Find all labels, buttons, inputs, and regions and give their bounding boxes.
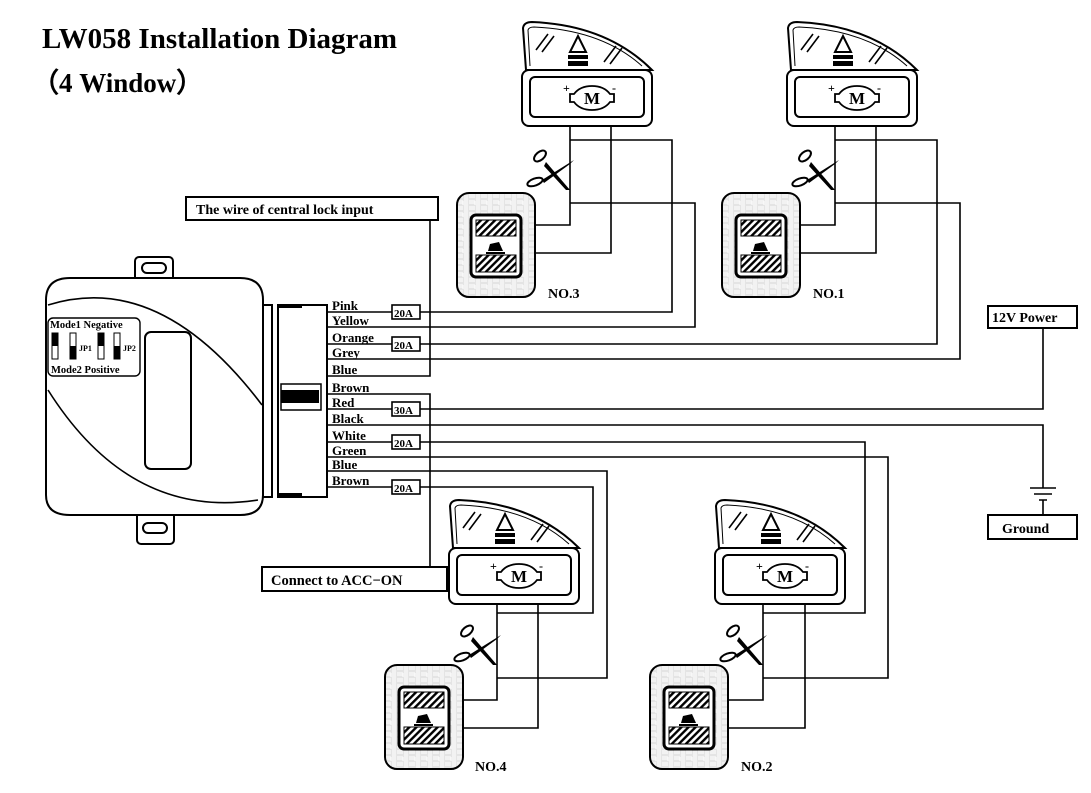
- motor-label: M: [511, 567, 527, 586]
- window-unit: M + - NO.1: [720, 21, 918, 302]
- scissors-cut-icon: [452, 622, 502, 666]
- wire-label: Yellow: [332, 313, 369, 328]
- central-lock-label: The wire of central lock input: [196, 203, 374, 218]
- minus-terminal: -: [877, 81, 881, 95]
- minus-terminal: -: [539, 559, 543, 573]
- diagram-subtitle: （4 Window）: [32, 68, 203, 98]
- scissors-cut-icon: [525, 147, 575, 191]
- power-box: [987, 305, 1078, 329]
- jp2-label: JP2: [123, 344, 136, 353]
- window-motor-icon: [448, 499, 580, 605]
- diagram-title: LW058 Installation Diagram: [42, 23, 397, 55]
- window-motor-icon: [521, 21, 653, 127]
- fuse-rating: 20A: [394, 340, 413, 352]
- plus-terminal: +: [490, 559, 497, 573]
- window-unit: M + - NO.2: [648, 499, 846, 775]
- motor-label: M: [584, 89, 600, 108]
- window-switch-icon: [720, 191, 802, 299]
- minus-terminal: -: [805, 559, 809, 573]
- ground-box: [987, 514, 1078, 540]
- wire-label: Grey: [332, 345, 360, 360]
- fuse-rating: 30A: [394, 405, 413, 417]
- window-number-label: NO.2: [741, 760, 773, 775]
- scissors-cut-icon: [718, 622, 768, 666]
- plus-terminal: +: [563, 81, 570, 95]
- wire-label: Blue: [332, 457, 358, 472]
- wiring: [327, 100, 1056, 729]
- window-switch-icon: [648, 663, 730, 771]
- window-number-label: NO.3: [548, 287, 580, 302]
- window-switch-icon: [455, 191, 537, 299]
- window-motor-icon: [786, 21, 918, 127]
- plus-terminal: +: [828, 81, 835, 95]
- acc-on-box: [261, 566, 448, 592]
- wire-label: Red: [332, 395, 355, 410]
- ground-label: Ground: [1002, 522, 1049, 537]
- wire-label: Brown: [332, 380, 370, 395]
- minus-terminal: -: [612, 81, 616, 95]
- fuse: [391, 401, 421, 417]
- scissors-cut-icon: [790, 147, 840, 191]
- fuse: [391, 479, 421, 495]
- wire-label: White: [332, 428, 366, 443]
- fuse-rating: 20A: [394, 483, 413, 495]
- fuse: [391, 304, 421, 320]
- window-switch-icon: [383, 663, 465, 771]
- wire-label: Pink: [332, 298, 359, 313]
- wire-label: Blue: [332, 362, 358, 377]
- fuse: [391, 434, 421, 450]
- plus-terminal: +: [756, 559, 763, 573]
- control-module: Mode1 Negative Mode2 Positive JP1 JP2: [45, 256, 328, 545]
- motor-label: M: [849, 89, 865, 108]
- wire-label: Orange: [332, 330, 374, 345]
- acc-on-label: Connect to ACC−ON: [271, 573, 403, 589]
- power-label: 12V Power: [992, 311, 1057, 326]
- wire-label: Green: [332, 443, 367, 458]
- jp1-label: JP1: [79, 344, 92, 353]
- window-unit: M + - NO.3: [455, 21, 653, 302]
- fuse-rating: 20A: [394, 308, 413, 320]
- window-motor-icon: [714, 499, 846, 605]
- fuse: [391, 336, 421, 352]
- window-unit: M + - NO.4: [383, 499, 580, 775]
- window-number-label: NO.1: [813, 287, 845, 302]
- wire-label: Brown: [332, 473, 370, 488]
- central-lock-input-box: [185, 196, 439, 221]
- window-number-label: NO.4: [475, 760, 507, 775]
- wire-label: Black: [332, 411, 365, 426]
- mode1-negative-label: Mode1 Negative: [50, 320, 123, 331]
- fuse-rating: 20A: [394, 438, 413, 450]
- motor-label: M: [777, 567, 793, 586]
- mode2-positive-label: Mode2 Positive: [51, 365, 120, 376]
